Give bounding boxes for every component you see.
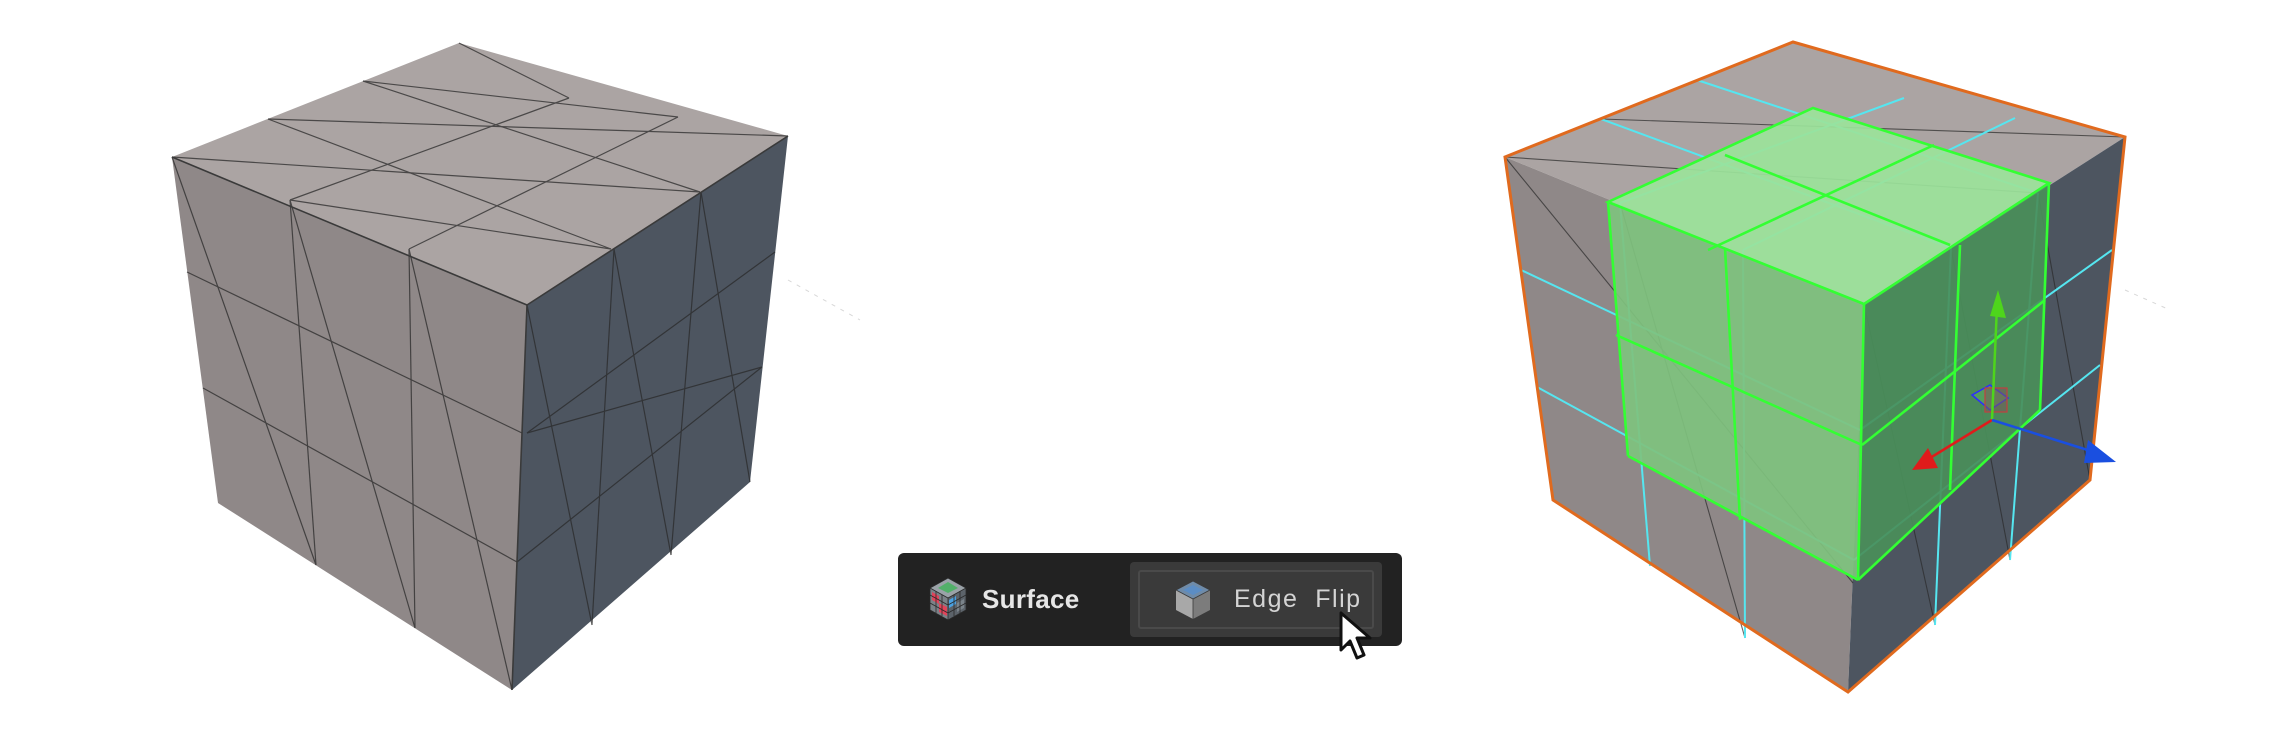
rubiks-cube-icon [928,576,968,622]
transform-gizmo[interactable] [1912,290,2116,470]
cube-left-front-face [172,157,527,690]
cube-left-edges [171,135,789,691]
cube-right-outline [1503,40,2127,694]
gizmo-z-axis[interactable] [1991,418,2095,454]
cube-left-right-face [512,136,788,690]
mouse-pointer-icon [1339,611,1372,660]
gizmo-y-axis[interactable] [1990,305,1999,421]
cube-left-top-face [172,43,788,305]
grid-axis-line [787,279,861,321]
cube-left-wireframe [171,42,789,691]
selected-faces[interactable] [1604,106,2053,582]
gizmo-x-axis[interactable] [1929,418,1993,460]
cube-right[interactable] [1503,40,2171,694]
surface-label: Surface [982,583,1080,614]
grid-axis-line [2124,289,2171,311]
tool-breadcrumb-bar: Surface Edge Flip [898,553,1402,646]
cube-icon [1174,579,1212,621]
gizmo-z-arrow[interactable] [2084,440,2116,463]
gizmo-y-arrow[interactable] [1990,290,2006,318]
edge-flip-tool-highlight: Edge Flip [1138,570,1374,629]
gizmo-center-handle[interactable] [1984,387,2008,413]
cube-left[interactable] [171,42,861,691]
selection-edges [1604,106,2053,582]
surface-tool-button[interactable]: Surface [928,567,1128,631]
gizmo-x-arrow[interactable] [1912,448,1938,470]
edge-flip-label: Edge Flip [1234,585,1362,613]
selection-front [1608,202,1864,580]
